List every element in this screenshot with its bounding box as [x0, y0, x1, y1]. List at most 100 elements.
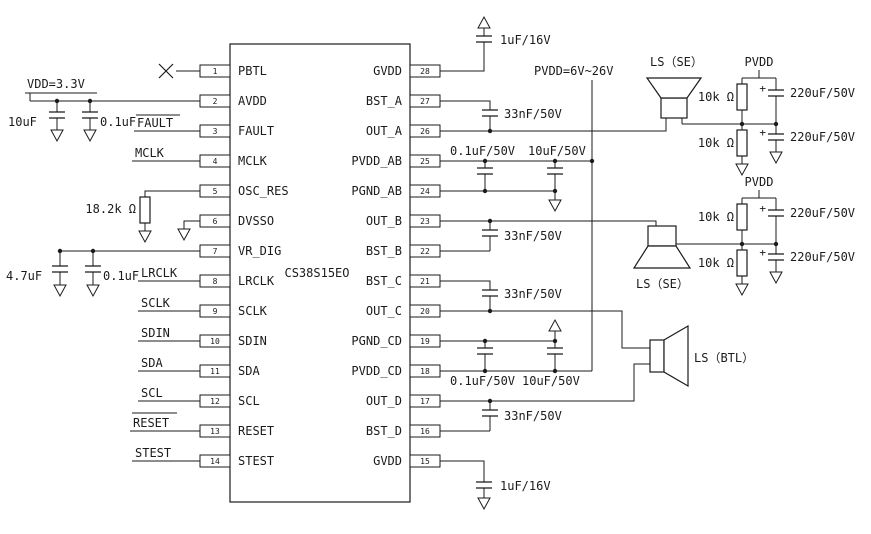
- capacitor-symbols: [49, 35, 784, 489]
- pin-name-dvsso: DVSSO: [238, 214, 274, 228]
- pin-box-9: [199, 304, 231, 318]
- junction-dot: [552, 158, 558, 164]
- pin-number-7: 7: [213, 247, 218, 256]
- junction-dot: [552, 188, 558, 194]
- resistor-symbols: [139, 83, 748, 277]
- pin-box-12: [199, 394, 231, 408]
- pin-box-4: [199, 154, 231, 168]
- plus-polarity-mark: +: [759, 202, 766, 215]
- pin-number-3: 3: [213, 127, 218, 136]
- pin-box-26: [409, 124, 441, 138]
- pin-number-25: 25: [420, 157, 430, 166]
- junction-dot: [773, 121, 779, 127]
- pin-number-19: 19: [420, 337, 430, 346]
- resistor-osc-icon: [139, 196, 151, 224]
- pin-box-18: [409, 364, 441, 378]
- junction-dot: [482, 338, 488, 344]
- ground-icon: [50, 129, 64, 143]
- pin-number-18: 18: [420, 367, 430, 376]
- pin-box-11: [199, 364, 231, 378]
- resistor-10k-net2-2-label: 10k Ω: [698, 256, 734, 270]
- junction-dot: [487, 218, 493, 224]
- cap-4_7uf-label: 4.7uF: [6, 269, 42, 283]
- resistor-10k-net2-1-icon: [736, 203, 748, 231]
- pin-box-6: [199, 214, 231, 228]
- ground-icon: [548, 199, 562, 213]
- pin-number-6: 6: [213, 217, 218, 226]
- ground-icon: [53, 284, 67, 298]
- cap-220uf-net1-1-label: 220uF/50V: [790, 86, 855, 100]
- pin-name-scl: SCL: [238, 394, 260, 408]
- cap-gvdd-bottom-label: 1uF/16V: [500, 479, 551, 493]
- cap-0_1uf-vrdig-icon: [85, 265, 101, 273]
- no-connect-x-icon: [158, 63, 174, 79]
- lrclk-signal-label: LRCLK: [141, 266, 178, 280]
- pin-number-23: 23: [420, 217, 430, 226]
- cap-pvdd-cd-2-label: 10uF/50V: [522, 374, 580, 388]
- ground-symbols: [50, 15, 783, 511]
- stest-signal-label: STEST: [135, 446, 171, 460]
- pin-name-gvdd-bottom: GVDD: [373, 454, 402, 468]
- pvdd-rail-1-label: PVDD: [745, 55, 774, 69]
- pin-number-1: 1: [213, 67, 218, 76]
- plus-polarity-mark: +: [759, 82, 766, 95]
- junction-dot: [552, 368, 558, 374]
- junction-dot: [87, 98, 93, 104]
- plus-polarity-mark: +: [759, 126, 766, 139]
- pin-box-27: [409, 94, 441, 108]
- overline-marks: [132, 114, 281, 425]
- junction-dot: [773, 241, 779, 247]
- ground-icon: [769, 271, 783, 285]
- pin-name-pvdd-cd: PVDD_CD: [351, 364, 402, 378]
- pin-number-9: 9: [213, 307, 218, 316]
- cap-10uf-avdd-icon: [49, 111, 65, 119]
- pin-box-21: [409, 274, 441, 288]
- junction-dot: [552, 338, 558, 344]
- wire-segments-left: [25, 70, 200, 462]
- pin-box-13: [199, 424, 231, 438]
- pin-number-20: 20: [420, 307, 430, 316]
- pin-number-8: 8: [213, 277, 218, 286]
- cap-220uf-net2-2-label: 220uF/50V: [790, 250, 855, 264]
- pin-number-12: 12: [210, 397, 220, 406]
- vdd-3v3-label: VDD=3.3V: [27, 77, 85, 91]
- pin-number-21: 21: [420, 277, 430, 286]
- speaker-se1-label: LS（SE）: [650, 55, 703, 69]
- cap-bst-d-icon: [482, 409, 498, 417]
- cap-0_1uf-avdd-icon: [82, 111, 98, 119]
- junction-dots: [54, 98, 779, 404]
- resistor-10k-net1-2-label: 10k Ω: [698, 136, 734, 150]
- pin-name-bst-a: BST_A: [366, 94, 403, 108]
- speaker-ls-se-2-icon: [632, 225, 692, 269]
- pin-name-stest: STEST: [238, 454, 274, 468]
- pin-name-sdin: SDIN: [238, 334, 267, 348]
- pin-name-out-d: OUT_D: [366, 394, 402, 408]
- pin-box-3: [199, 124, 231, 138]
- pin-number-28: 28: [420, 67, 430, 76]
- pin-box-14: [199, 454, 231, 468]
- cap-220uf-net1-2-label: 220uF/50V: [790, 130, 855, 144]
- speaker-symbols: [632, 77, 703, 388]
- sclk-signal-label: SCLK: [141, 296, 171, 310]
- cap-pvdd-ab-1-label: 0.1uF/50V: [450, 144, 515, 158]
- ground-icon: [769, 151, 783, 165]
- chip-part-number: CS38S15EO: [284, 266, 349, 280]
- pin-number-11: 11: [210, 367, 220, 376]
- pin-box-1: [199, 64, 231, 78]
- cap-bst-c-label: 33nF/50V: [504, 287, 562, 301]
- pin-box-23: [409, 214, 441, 228]
- mclk-signal-label: MCLK: [135, 146, 165, 160]
- speaker-se2-label: LS（SE）: [636, 277, 689, 291]
- pin-name-out-b: OUT_B: [366, 214, 402, 228]
- fault-signal-label: FAULT: [137, 116, 173, 130]
- speaker-ls-btl-icon: [649, 324, 689, 388]
- cap-gvdd-top-icon: [476, 35, 492, 43]
- cap-bst-d-label: 33nF/50V: [504, 409, 562, 423]
- ground-icon: [735, 163, 749, 177]
- pin-number-22: 22: [420, 247, 430, 256]
- cap-10uf-label: 10uF: [8, 115, 37, 129]
- pin-number-4: 4: [213, 157, 218, 166]
- speaker-ls-se-1-icon: [645, 77, 703, 119]
- pin-box-19: [409, 334, 441, 348]
- pin-name-bst-d: BST_D: [366, 424, 402, 438]
